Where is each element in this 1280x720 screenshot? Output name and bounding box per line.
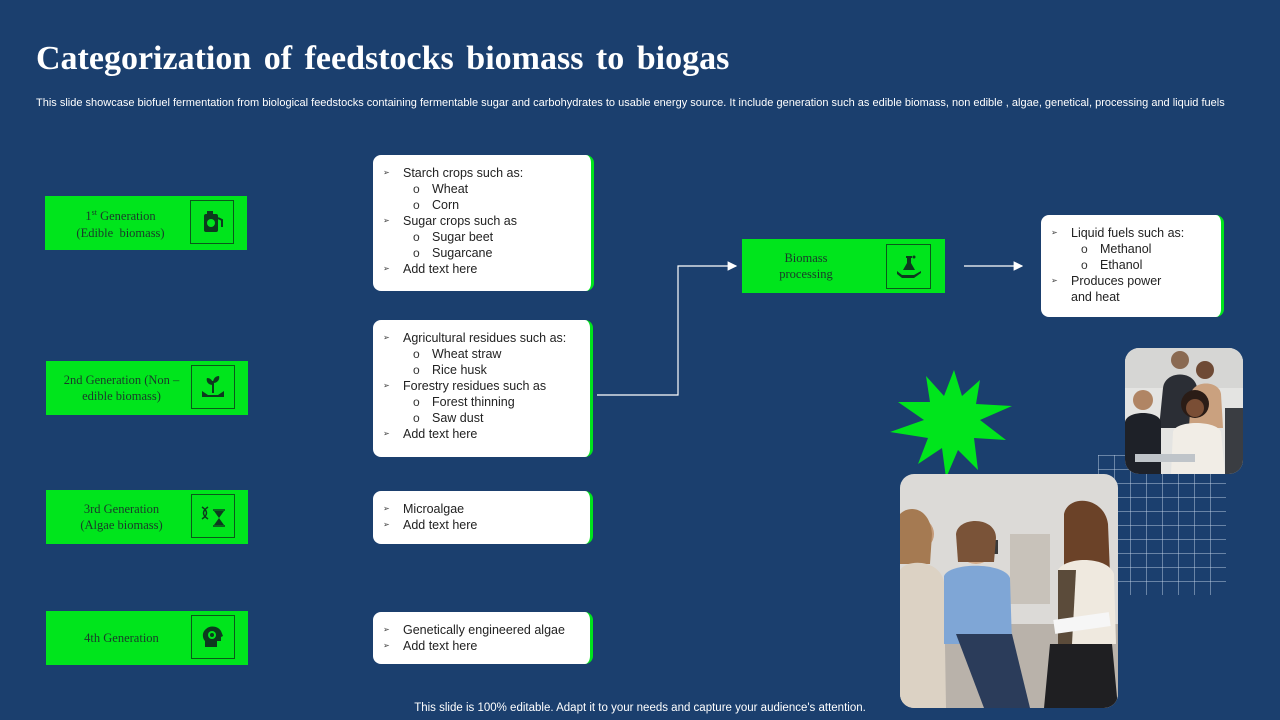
generation-4-label: 4th Generation [84, 631, 159, 645]
list-item: Saw dust [383, 410, 578, 426]
processing-label: Biomass processing [779, 251, 833, 281]
list-item: Sugar crops such as [383, 213, 579, 229]
generation-1-label: 1st Generation(Edible biomass) [76, 208, 165, 240]
third-gen-list: Microalgae Add text here [383, 501, 578, 533]
list-item: Corn [383, 197, 579, 213]
liquid-fuels-box: Liquid fuels such as: Methanol Ethanol P… [1041, 215, 1224, 317]
list-item: Add text here [383, 638, 578, 654]
generation-2-box: 2nd Generation (Non – edible biomass) [46, 361, 248, 415]
list-item: Wheat [383, 181, 579, 197]
list-item: Add text here [383, 517, 578, 533]
gear-head-icon [191, 615, 235, 659]
fuel-can-icon [190, 200, 234, 244]
slide-title: Categorization of feedstocks biomass to … [36, 40, 730, 77]
list-item: and heat [1071, 290, 1120, 304]
starburst-decoration [890, 370, 1012, 478]
list-item: Add text here [383, 261, 579, 277]
list-item: Agricultural residues such as: [383, 330, 578, 346]
generation-4-box: 4th Generation [46, 611, 248, 665]
biomass-processing-box: Biomass processing [742, 239, 945, 293]
list-item: Sugarcane [383, 245, 579, 261]
second-gen-list: Agricultural residues such as: Wheat str… [383, 330, 578, 442]
dna-hourglass-icon [191, 494, 235, 538]
first-gen-feedstock-box: Starch crops such as: Wheat Corn Sugar c… [373, 155, 594, 291]
generation-3-box: 3rd Generation (Algae biomass) [46, 490, 248, 544]
list-item: Microalgae [383, 501, 578, 517]
list-item: Add text here [383, 426, 578, 442]
list-item: Sugar beet [383, 229, 579, 245]
generation-2-label: 2nd Generation (Non – edible biomass) [63, 373, 180, 403]
connector-to-processing [597, 261, 738, 396]
fourth-gen-feedstock-box: Genetically engineered algae Add text he… [373, 612, 593, 664]
list-item: Forestry residues such as [383, 378, 578, 394]
liquid-fuels-list: Liquid fuels such as: Methanol Ethanol P… [1051, 225, 1209, 305]
decorative-grid [1098, 455, 1226, 595]
meeting-photo-large [900, 474, 1118, 708]
second-gen-feedstock-box: Agricultural residues such as: Wheat str… [373, 320, 593, 457]
list-item: Starch crops such as: [383, 165, 579, 181]
list-item: Forest thinning [383, 394, 578, 410]
footer-note: This slide is 100% editable. Adapt it to… [414, 702, 866, 714]
slide-subtitle: This slide showcase biofuel fermentation… [36, 97, 1225, 109]
list-item: Wheat straw [383, 346, 578, 362]
plant-hands-icon [191, 365, 235, 409]
third-gen-feedstock-box: Microalgae Add text here [373, 491, 593, 544]
first-gen-list: Starch crops such as: Wheat Corn Sugar c… [383, 165, 579, 277]
list-item: Genetically engineered algae [383, 622, 578, 638]
team-photo-small [1125, 348, 1243, 474]
generation-1-box: 1st Generation(Edible biomass) [45, 196, 247, 250]
list-item: Rice husk [383, 362, 578, 378]
list-item: Produces power [1051, 273, 1209, 289]
list-item: Liquid fuels such as: [1051, 225, 1209, 241]
generation-3-label: 3rd Generation (Algae biomass) [80, 502, 163, 532]
list-item: Methanol [1051, 241, 1209, 257]
flask-hand-icon [886, 244, 931, 289]
fourth-gen-list: Genetically engineered algae Add text he… [383, 622, 578, 654]
list-item: Ethanol [1051, 257, 1209, 273]
